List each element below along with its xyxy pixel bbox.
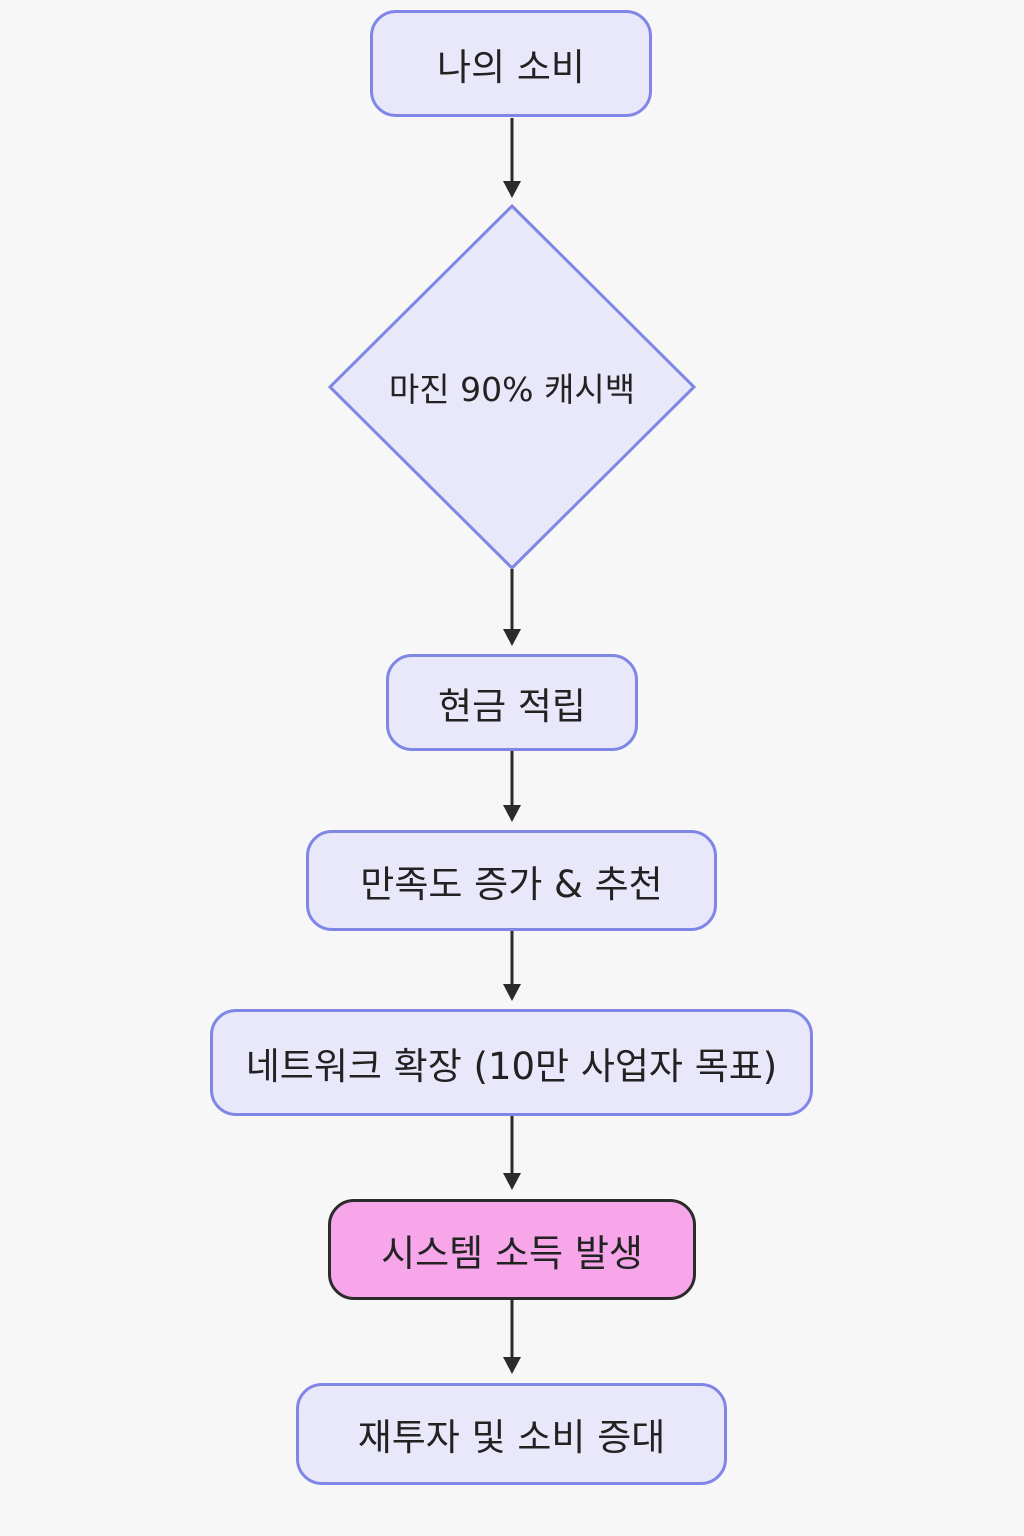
decision-diamond [327,203,697,571]
decision-node-label: 마진 90% 캐시백 [388,370,636,409]
income-node-label: 시스템 소득 발생 [381,1231,643,1275]
arrowhead-income-to-reinvest [503,1357,521,1374]
arrowhead-network-to-income [503,1173,521,1190]
arrowhead-cash-to-satisfaction [503,805,521,822]
network-node: 네트워크 확장 (10만 사업자 목표) [210,1009,813,1116]
reinvest-node: 재투자 및 소비 증대 [296,1383,727,1485]
income-node: 시스템 소득 발생 [328,1199,696,1300]
satisfaction-node-label: 만족도 증가 & 추천 [360,862,663,906]
cash-node-label: 현금 적립 [438,684,586,728]
start-node-label: 나의 소비 [437,45,585,89]
satisfaction-node: 만족도 증가 & 추천 [306,830,717,931]
reinvest-node-label: 재투자 및 소비 증대 [357,1416,666,1459]
arrowhead-satisfaction-to-network [503,984,521,1001]
start-node: 나의 소비 [370,10,652,117]
network-node-label: 네트워크 확장 (10만 사업자 목표) [245,1044,778,1088]
arrowhead-start-to-decision [503,181,521,198]
arrowhead-decision-to-cash [503,629,521,646]
cash-node: 현금 적립 [386,654,638,751]
